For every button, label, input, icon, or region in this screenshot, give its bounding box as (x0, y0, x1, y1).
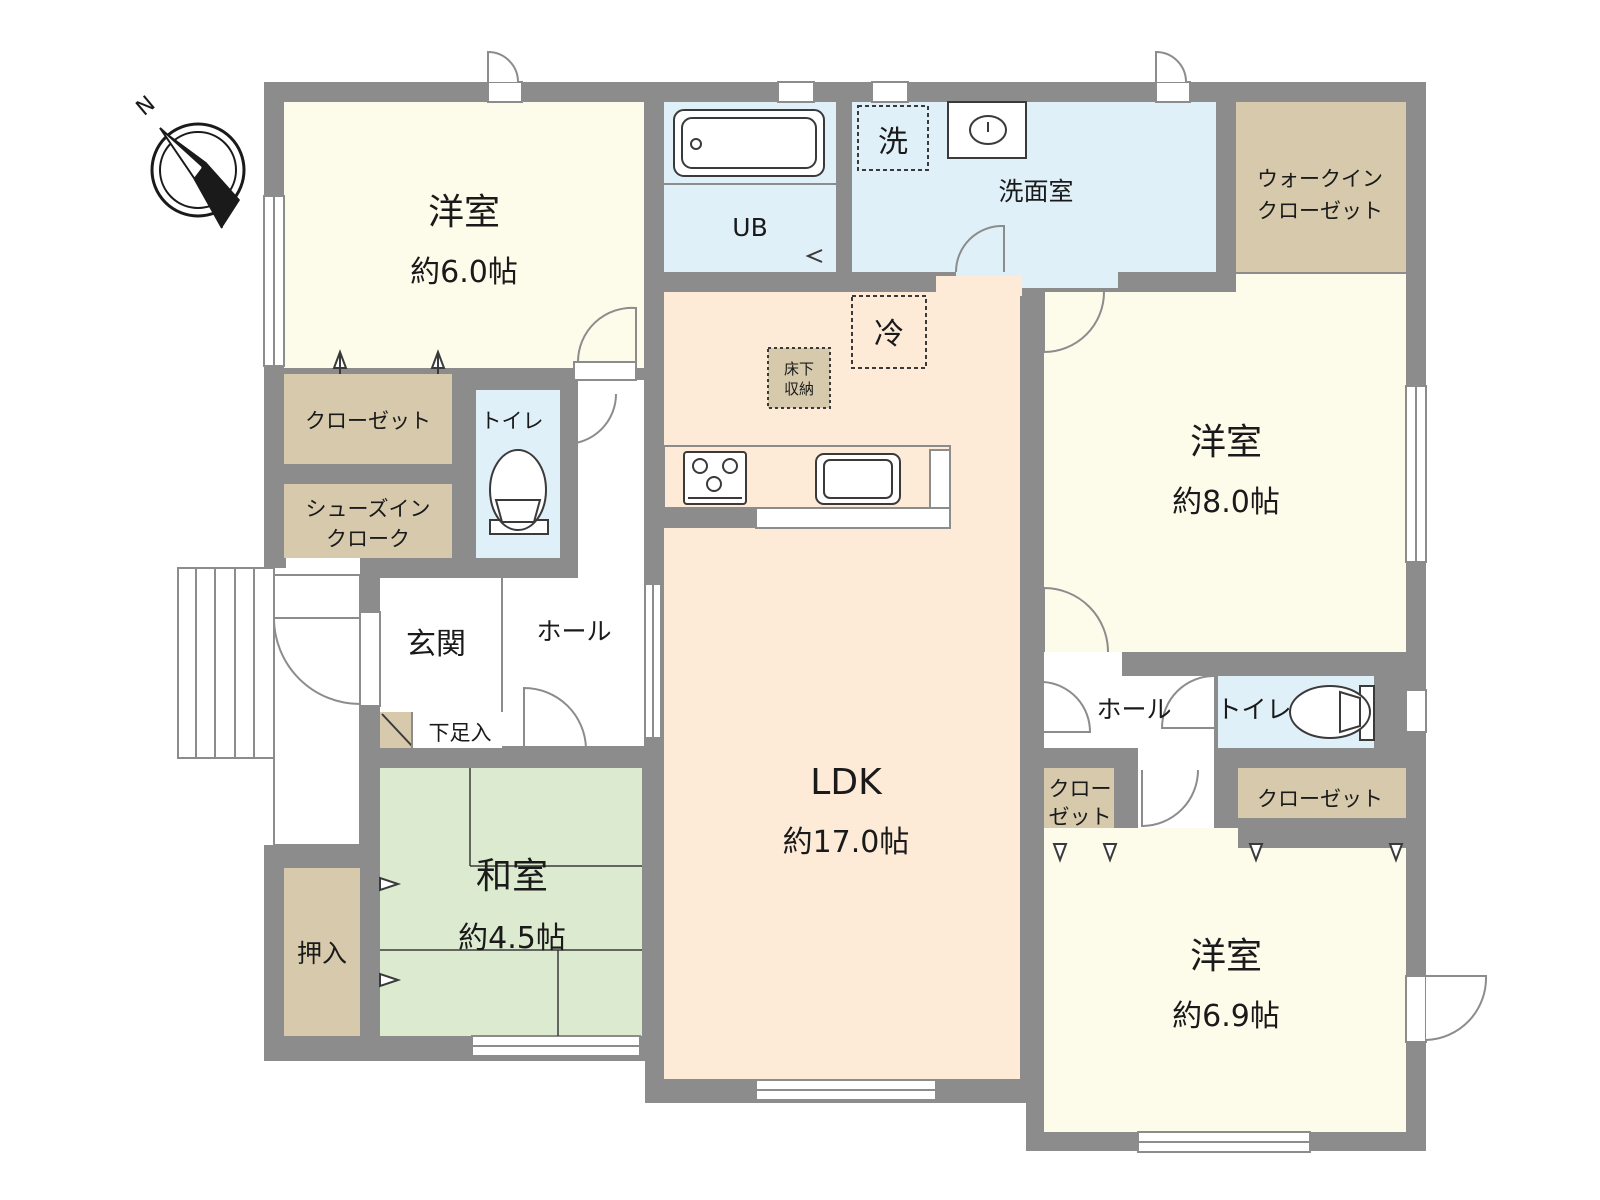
room-labels: 洋室 約6.0帖 UB 洗 洗面室 ウォークイン クローゼット 冷 床下 収納 … (297, 125, 1383, 1034)
western-room-1-size: 約6.0帖 (410, 255, 518, 290)
sink-icon (947, 101, 1027, 159)
bathtub-icon (673, 109, 825, 263)
closet-1-floor (284, 374, 452, 464)
hall-1-floor (502, 578, 644, 746)
tatami-lines (380, 768, 642, 1036)
hall-1-label: ホール (536, 617, 611, 646)
closet-1-label: クローゼット (305, 409, 431, 433)
hall-2-floor (1044, 676, 1214, 748)
partition-lines (501, 183, 836, 712)
underfloor-storage-label-2: 収納 (784, 380, 814, 398)
ldk-floor (664, 292, 1020, 1079)
underfloor-storage (767, 347, 831, 409)
walk-in-closet-floor (1236, 102, 1406, 272)
shoe-closet-label-2: クローク (326, 527, 410, 551)
western-room-3-size: 約6.9帖 (1172, 999, 1280, 1034)
ldk-name: LDK (810, 762, 883, 803)
washitsu-floor (380, 768, 642, 1036)
closet-2-label-1: クロー (1049, 777, 1112, 801)
stove-icon (683, 451, 747, 505)
western-room-2-floor (1044, 292, 1406, 652)
entrance-steps (177, 567, 361, 846)
closet-3-floor (1238, 768, 1406, 818)
compass-north-label: N (132, 91, 161, 121)
walk-in-closet-label-1: ウォークイン (1257, 167, 1383, 191)
washroom-label: 洗面室 (998, 177, 1073, 206)
shoe-box-divider (381, 713, 413, 747)
compass-icon: N (132, 91, 246, 229)
hall-2-label: ホール (1096, 695, 1171, 724)
western-room-2-name: 洋室 (1190, 422, 1262, 463)
washitsu-name: 和室 (476, 856, 548, 897)
western-room-2-size: 約8.0帖 (1172, 485, 1280, 520)
washing-machine-space (857, 105, 929, 171)
ldk-size: 約17.0帖 (783, 825, 910, 860)
kitchen-sink-icon (815, 453, 901, 505)
shoe-box-label: 下足入 (429, 721, 492, 745)
underfloor-storage-label-1: 床下 (784, 360, 814, 378)
toilet-2-label: トイレ (1216, 695, 1291, 724)
toilet-icon (489, 449, 549, 535)
shoe-closet-label-1: シューズイン (306, 497, 431, 521)
shoe-closet-floor (284, 484, 452, 558)
oshiire-label: 押入 (297, 939, 347, 968)
washing-machine-label: 洗 (878, 125, 908, 160)
bathroom-label: UB (732, 213, 767, 242)
western-room-3-floor (1044, 848, 1406, 1132)
fridge-label: 冷 (874, 317, 904, 352)
western-room-1-name: 洋室 (428, 192, 500, 233)
western-room-1-floor (284, 102, 644, 368)
walk-in-closet-label-2: クローゼット (1257, 199, 1383, 223)
closet-door-markers (332, 349, 1404, 988)
washitsu-size: 約4.5帖 (458, 921, 566, 956)
western-room-3-name: 洋室 (1190, 936, 1262, 977)
oshiire-floor (284, 868, 360, 1036)
fridge-space (851, 295, 927, 369)
toilet-icon (1289, 685, 1375, 741)
closet-3-label: クローゼット (1257, 787, 1383, 811)
door-swing-icon (272, 50, 1488, 1043)
toilet-1-label: トイレ (481, 409, 544, 433)
entrance-label: 玄関 (406, 627, 466, 662)
washroom-floor (852, 102, 1216, 272)
windows (263, 81, 1427, 1153)
closet-2-label-2: ゼット (1049, 805, 1112, 829)
